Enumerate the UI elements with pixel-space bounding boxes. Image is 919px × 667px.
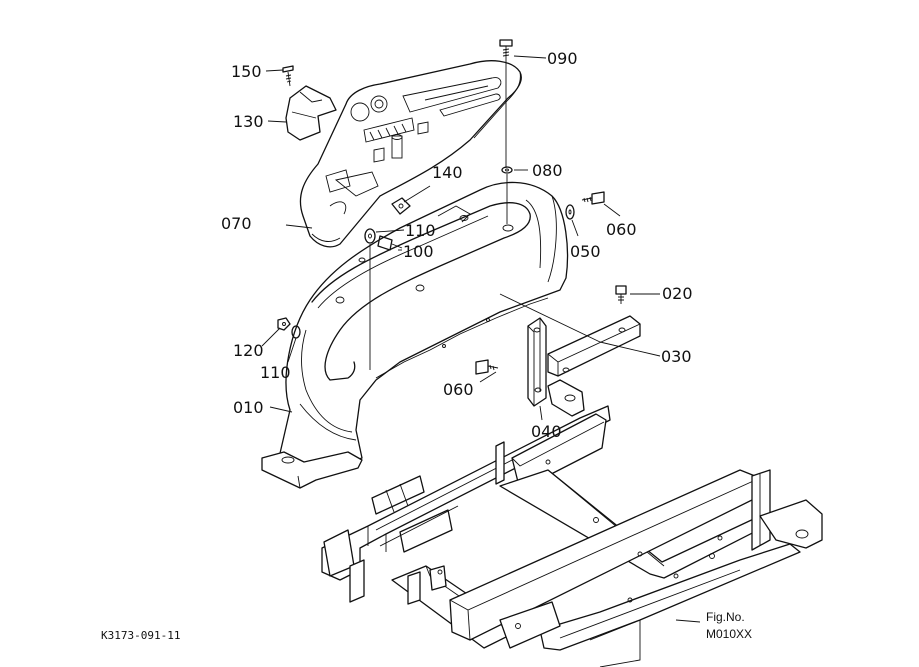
label-110-upper: 110: [405, 221, 436, 240]
label-060-lower: 060: [443, 380, 474, 399]
label-130: 130: [233, 112, 264, 131]
label-140: 140: [432, 163, 463, 182]
nut-120: [277, 317, 291, 331]
bolt-060-lower: [475, 359, 499, 375]
drawing-code: K3173-091-11: [101, 629, 180, 642]
label-090: 090: [547, 49, 578, 68]
label-060-upper: 060: [606, 220, 637, 239]
label-030: 030: [661, 347, 692, 366]
label-010: 010: [233, 398, 264, 417]
label-150: 150: [231, 62, 262, 81]
label-120: 120: [233, 341, 264, 360]
cover-010: [261, 181, 569, 489]
label-080: 080: [532, 161, 563, 180]
bolt-020: [615, 285, 627, 304]
stay-040: [527, 317, 547, 407]
bolt-090: [499, 39, 513, 60]
label-020: 020: [662, 284, 693, 303]
label-040: 040: [531, 422, 562, 441]
figure-label: Fig.No.: [706, 610, 745, 624]
label-100: 100: [403, 242, 434, 261]
instrument-panel-070: [299, 60, 522, 248]
frame-chassis: [321, 379, 823, 667]
leader-lines: [261, 55, 701, 623]
washer-050: [565, 204, 575, 220]
bracket-140: [391, 197, 411, 215]
cover-130: [285, 85, 337, 141]
label-050: 050: [570, 242, 601, 261]
angle-030: [547, 315, 641, 377]
screw-150: [282, 65, 294, 87]
figure-number: M010XX: [706, 627, 752, 641]
label-070: 070: [221, 214, 252, 233]
bolt-100: [377, 235, 403, 251]
washer-110-upper: [364, 228, 376, 244]
bolt-060-upper: [581, 191, 605, 205]
label-110-lower: 110: [260, 363, 291, 382]
washer-080: [501, 166, 513, 174]
